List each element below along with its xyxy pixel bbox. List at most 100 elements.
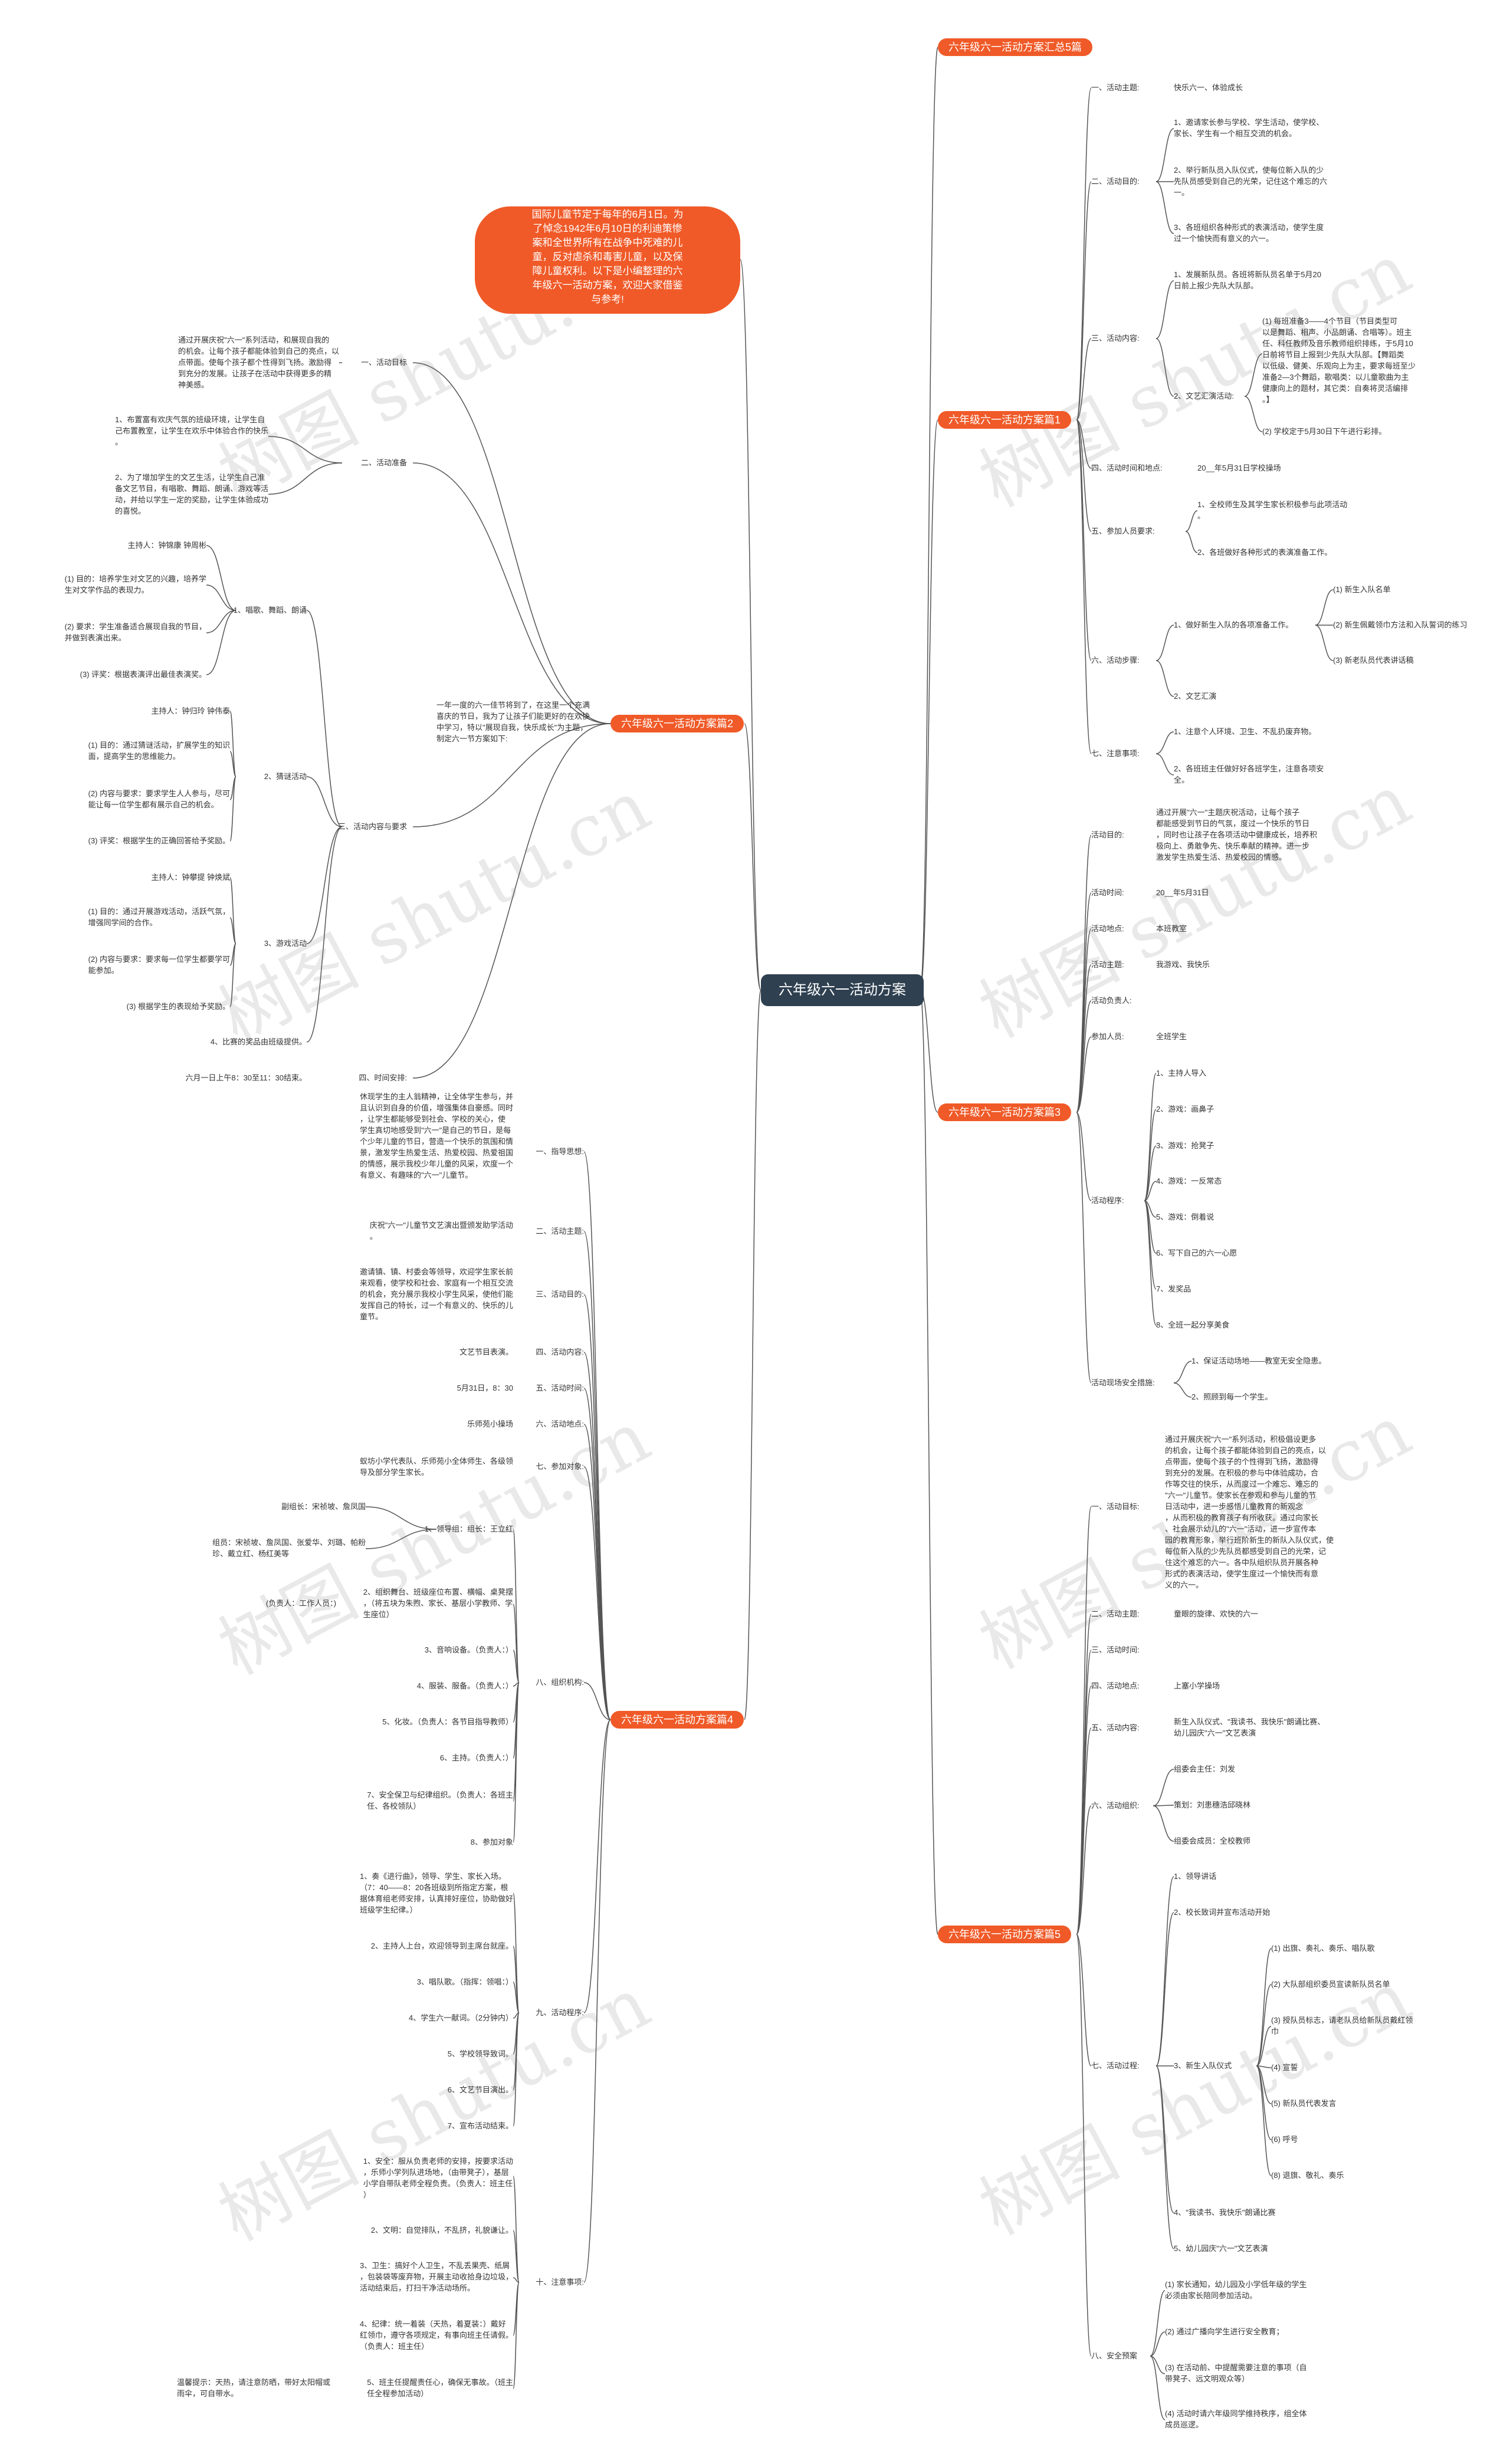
b5-section-8: 八、安全预案 [1091, 2351, 1138, 2360]
b1-section-5-item-b: 2、各班做好各种形式的表演准备工作。 [1197, 548, 1332, 557]
b1-section-2-item-b: 2、举行新队员入队仪式，使每位新入队的少 先队员感受到自己的光荣，记住这个难忘的… [1174, 166, 1328, 197]
b4-section-10: 十、注意事项: [536, 2278, 584, 2286]
b2-section-3-item-b2: (2) 内容与要求：要求学生人人参与，尽可 能让每一位学生都有展示自己的机会。 [88, 789, 230, 809]
b4-section-10-item-b: 2、文明：自觉排队，不乱挤，礼貌谦让。 [370, 2226, 513, 2235]
b1-section-5-item-a: 1、全校师生及其学生家长积极参与此项活动 。 [1197, 500, 1348, 520]
b3-section-2-item: 20__年5月31日 [1156, 888, 1209, 897]
branch-plan-4[interactable]: 六年级六一活动方案篇4 [610, 1711, 744, 1729]
b4-section-1-item: 休现学生的主人翁精神，让全体学生参与，并 且认识到自身的价值，增强集体自豪感。同… [359, 1092, 513, 1180]
b4-section-5: 五、活动时间: [536, 1384, 584, 1392]
b3-program-7: 7、发奖品 [1156, 1284, 1191, 1293]
b4-section-8-item-h: 8、参加对象 [470, 1838, 513, 1847]
b4-section-8-item-a: 1、领导组：组长：王立红 [424, 1525, 513, 1533]
b4-section-10-item-c: 3、卫生：搞好个人卫生，不乱丢果壳、纸屑 ，包装袋等废弃物，开展主动收拾身边垃圾… [359, 2261, 513, 2292]
b4-section-8-item-c: 3、音响设备。（负责人：） [424, 1645, 513, 1654]
branch-plan-3[interactable]: 六年级六一活动方案篇3 [938, 1103, 1072, 1121]
b3-section-6: 参加人员: [1091, 1032, 1124, 1041]
b3-section-6-item: 全班学生 [1156, 1032, 1187, 1041]
b2-section-3-item-b1: (1) 目的：通过猜谜活动，扩展学生的知识 面，提高学生的思维能力。 [88, 741, 230, 761]
b3-section-1-item: 通过开展"六一"主题庆祝活动，让每个孩子 都能感受到节日的气氛，度过一个快乐的节… [1156, 808, 1318, 862]
b5-section-8-item-d: (4) 活动时请六年级同学维持秩序，组全体 成员巡逻。 [1165, 2409, 1307, 2429]
intro-bubble[interactable]: 国际儿童节定于每年的6月1日。为 了悼念1942年6月10日的利迪策惨 案和全世… [475, 206, 740, 314]
b1-section-2: 二、活动目的: [1091, 177, 1140, 186]
b4-section-8-item-g: 7、安全保卫与纪律组织。（负责人：各班主 任、各校领队） [367, 1790, 513, 1811]
b3-section-5: 活动负责人: [1091, 996, 1132, 1005]
b3-program-5: 5、游戏：倒着说 [1156, 1213, 1214, 1221]
b4-section-5-item: 5月31日，8：30 [457, 1384, 513, 1392]
b4-section-10-item-a: 1、安全：服从负责老师的安排，按要求活动 ，乐师小学列队进场地，（由带凳子），基… [363, 2157, 513, 2199]
b5-section-7-item-a: 1、领导讲话 [1174, 1872, 1217, 1881]
b1-section-5: 五、参加人员要求: [1091, 527, 1155, 535]
b5-section-2: 二、活动主题: [1091, 1609, 1140, 1618]
b4-section-9-item-a: 1、奏《进行曲》，领导、学生、家长入场。 （7：40——8：20各班级到所指定方… [359, 1872, 513, 1914]
b5-section-7-item-e: 5、幼儿园庆"六一"文艺表演 [1174, 2244, 1268, 2253]
branch-plan-2[interactable]: 六年级六一活动方案篇2 [610, 715, 744, 732]
branch-plan-1[interactable]: 六年级六一活动方案篇1 [938, 411, 1072, 429]
b5-section-8-item-b: (2) 通过广播向学生进行安全教育； [1165, 2327, 1284, 2336]
b4-section-8-item-b: 2、组织舞台、班级座位布置、横幅、桌凳摆 ，（将五块为朱煦、家长、基层小学教师、… [363, 1588, 513, 1619]
b1-section-6-item-a: 1、做好新生入队的各项准备工作。 [1174, 620, 1294, 629]
b2-section-3-item-a1: (1) 目的：培养学生对文艺的兴趣，培养学 生对文学作品的表现力。 [64, 574, 206, 594]
b2-section-3-item-a: 1、唱歌、舞蹈、朗诵 [233, 606, 307, 615]
b1-section-6: 六、活动步骤: [1091, 656, 1140, 665]
b4-section-3: 三、活动目的: [536, 1290, 584, 1299]
b2-section-4-item: 六月一日上午8：30至11：30结束。 [185, 1073, 307, 1082]
b4-section-10-item-d: 4、纪律：统一着装（天热，着夏装：）戴好 红领巾，遵守各项规定，有事向班主任请假… [359, 2320, 513, 2351]
b4-section-1: 一、指导思想: [536, 1147, 584, 1156]
b3-section-7: 活动程序: [1091, 1196, 1124, 1205]
b5-section-7-item-d: 4、"我读书、我快乐"朗诵比赛 [1174, 2208, 1276, 2217]
b3-section-8: 活动现场安全措施: [1091, 1378, 1155, 1387]
b1-section-3: 三、活动内容: [1091, 334, 1140, 343]
b2-section-3-item-c: 3、游戏活动 [264, 939, 307, 948]
b2-section-4: 四、时间安排: [359, 1073, 407, 1082]
b3-section-3-item: 本班教室 [1156, 924, 1187, 933]
b5-section-7-item-c6: (6) 呼号 [1271, 2135, 1298, 2144]
b4-section-6-item: 乐师苑小操场 [467, 1420, 513, 1428]
b5-section-1-item: 通过开展庆祝"六一"系列活动，积极倡设更多 的机会，让每个孩子都能体验到自己的亮… [1165, 1435, 1334, 1589]
b4-section-8-item-b0: (负责人：工作人员：) [265, 1599, 336, 1608]
b1-section-3-item-b2: (2) 学校定于5月30日下午进行彩排。 [1262, 427, 1387, 436]
b5-section-7-item-c: 3、新生入队仪式 [1174, 2061, 1232, 2070]
b2-section-3-item-b: 2、猜谜活动 [264, 772, 307, 781]
b5-section-3: 三、活动时间: [1091, 1645, 1140, 1654]
b1-section-4-item: 20__年5月31日学校操场 [1197, 464, 1281, 472]
b3-program-1: 1、主持人导入 [1156, 1069, 1207, 1077]
b4-section-8: 八、组织机构: [536, 1678, 584, 1687]
b5-section-7-item-b: 2、校长致词并宣布活动开始 [1174, 1908, 1271, 1917]
b2-section-3-item-b0: 主持人：钟归玲 钟伟泰 [151, 707, 230, 715]
root-node[interactable]: 六年级六一活动方案 [761, 974, 924, 1006]
b5-section-6-item-a: 组委会主任：刘发 [1174, 1765, 1236, 1773]
b1-section-7-item-b: 2、各班班主任做好好各班学生，注意各项安 全。 [1174, 764, 1324, 784]
b4-section-10-item-e: 5、班主任提醒责任心，确保无事故。（班主 任全程参加活动） [367, 2378, 513, 2398]
b4-section-10-item-e0: 温馨提示：天热，请注意防晒，带好太阳帽或 雨伞，可自带水。 [176, 2378, 330, 2398]
b2-section-3-item-b3: (3) 评奖：根据学生的正确回答给予奖励。 [88, 836, 230, 845]
branch-summary[interactable]: 六年级六一活动方案汇总5篇 [938, 38, 1093, 56]
b4-section-8-item-e: 5、化妆。（负责人：各节目指导教师） [382, 1717, 513, 1726]
b3-section-4-item: 我游戏、我快乐 [1156, 960, 1210, 969]
b2-section-1: 一、活动目标 [360, 358, 407, 367]
b1-section-1-item: 快乐六一、体验成长 [1174, 83, 1243, 92]
b4-section-8-item-d: 4、服装、服备。（负责人：） [416, 1681, 513, 1690]
b4-section-9-item-d: 4、学生六一献词。（2分钟内） [409, 2013, 513, 2022]
b4-section-8-item-f: 6、主持。（负责人：） [439, 1753, 513, 1762]
b4-section-2-item: 庆祝"六一"儿童节文艺演出暨颁发助学活动 。 [369, 1221, 513, 1241]
b1-section-7: 七、注意事项: [1091, 749, 1140, 758]
b1-section-3-item-b1: (1) 每班准备3——4个节目（节目类型可 以是舞蹈、相声、小品朗诵、合唱等）。… [1262, 317, 1416, 404]
b4-section-9-item-c: 3、唱队歌。（指挥：领唱：） [416, 1977, 513, 1986]
b2-text: 一年一度的六一佳节将到了，在这里一个充满 喜庆的节日，我为了让孩子们能更好的在欢… [436, 701, 590, 743]
b1-section-6-item-a3: (3) 新老队员代表讲话稿 [1333, 656, 1414, 665]
branch-plan-5[interactable]: 六年级六一活动方案篇5 [938, 1926, 1072, 1943]
b5-section-4: 四、活动地点: [1091, 1681, 1140, 1690]
b4-section-9-item-b: 2、主持人上台，欢迎领导到主席台就座。 [370, 1941, 513, 1950]
b2-section-3-item-a3: (3) 评奖：根据表演评出最佳表演奖。 [80, 670, 206, 679]
b4-section-4-item: 文艺节目表演。 [459, 1348, 513, 1356]
b3-program-2: 2、游戏：画鼻子 [1156, 1105, 1214, 1113]
b1-section-3-item-b: 2、文艺汇演活动: [1174, 392, 1234, 400]
b5-section-7-item-c5: (5) 新队员代表发言 [1271, 2099, 1337, 2108]
b3-section-2: 活动时间: [1091, 888, 1124, 897]
b4-section-2: 二、活动主题: [536, 1227, 584, 1236]
b2-section-3-item-c2: (2) 内容与要求：要求每一位学生都要学可 能参加。 [88, 955, 230, 975]
b2-section-3-item-a0: 主持人：钟锦康 钟周彬 [127, 541, 206, 550]
b2-section-2: 二、活动准备 [360, 458, 407, 467]
